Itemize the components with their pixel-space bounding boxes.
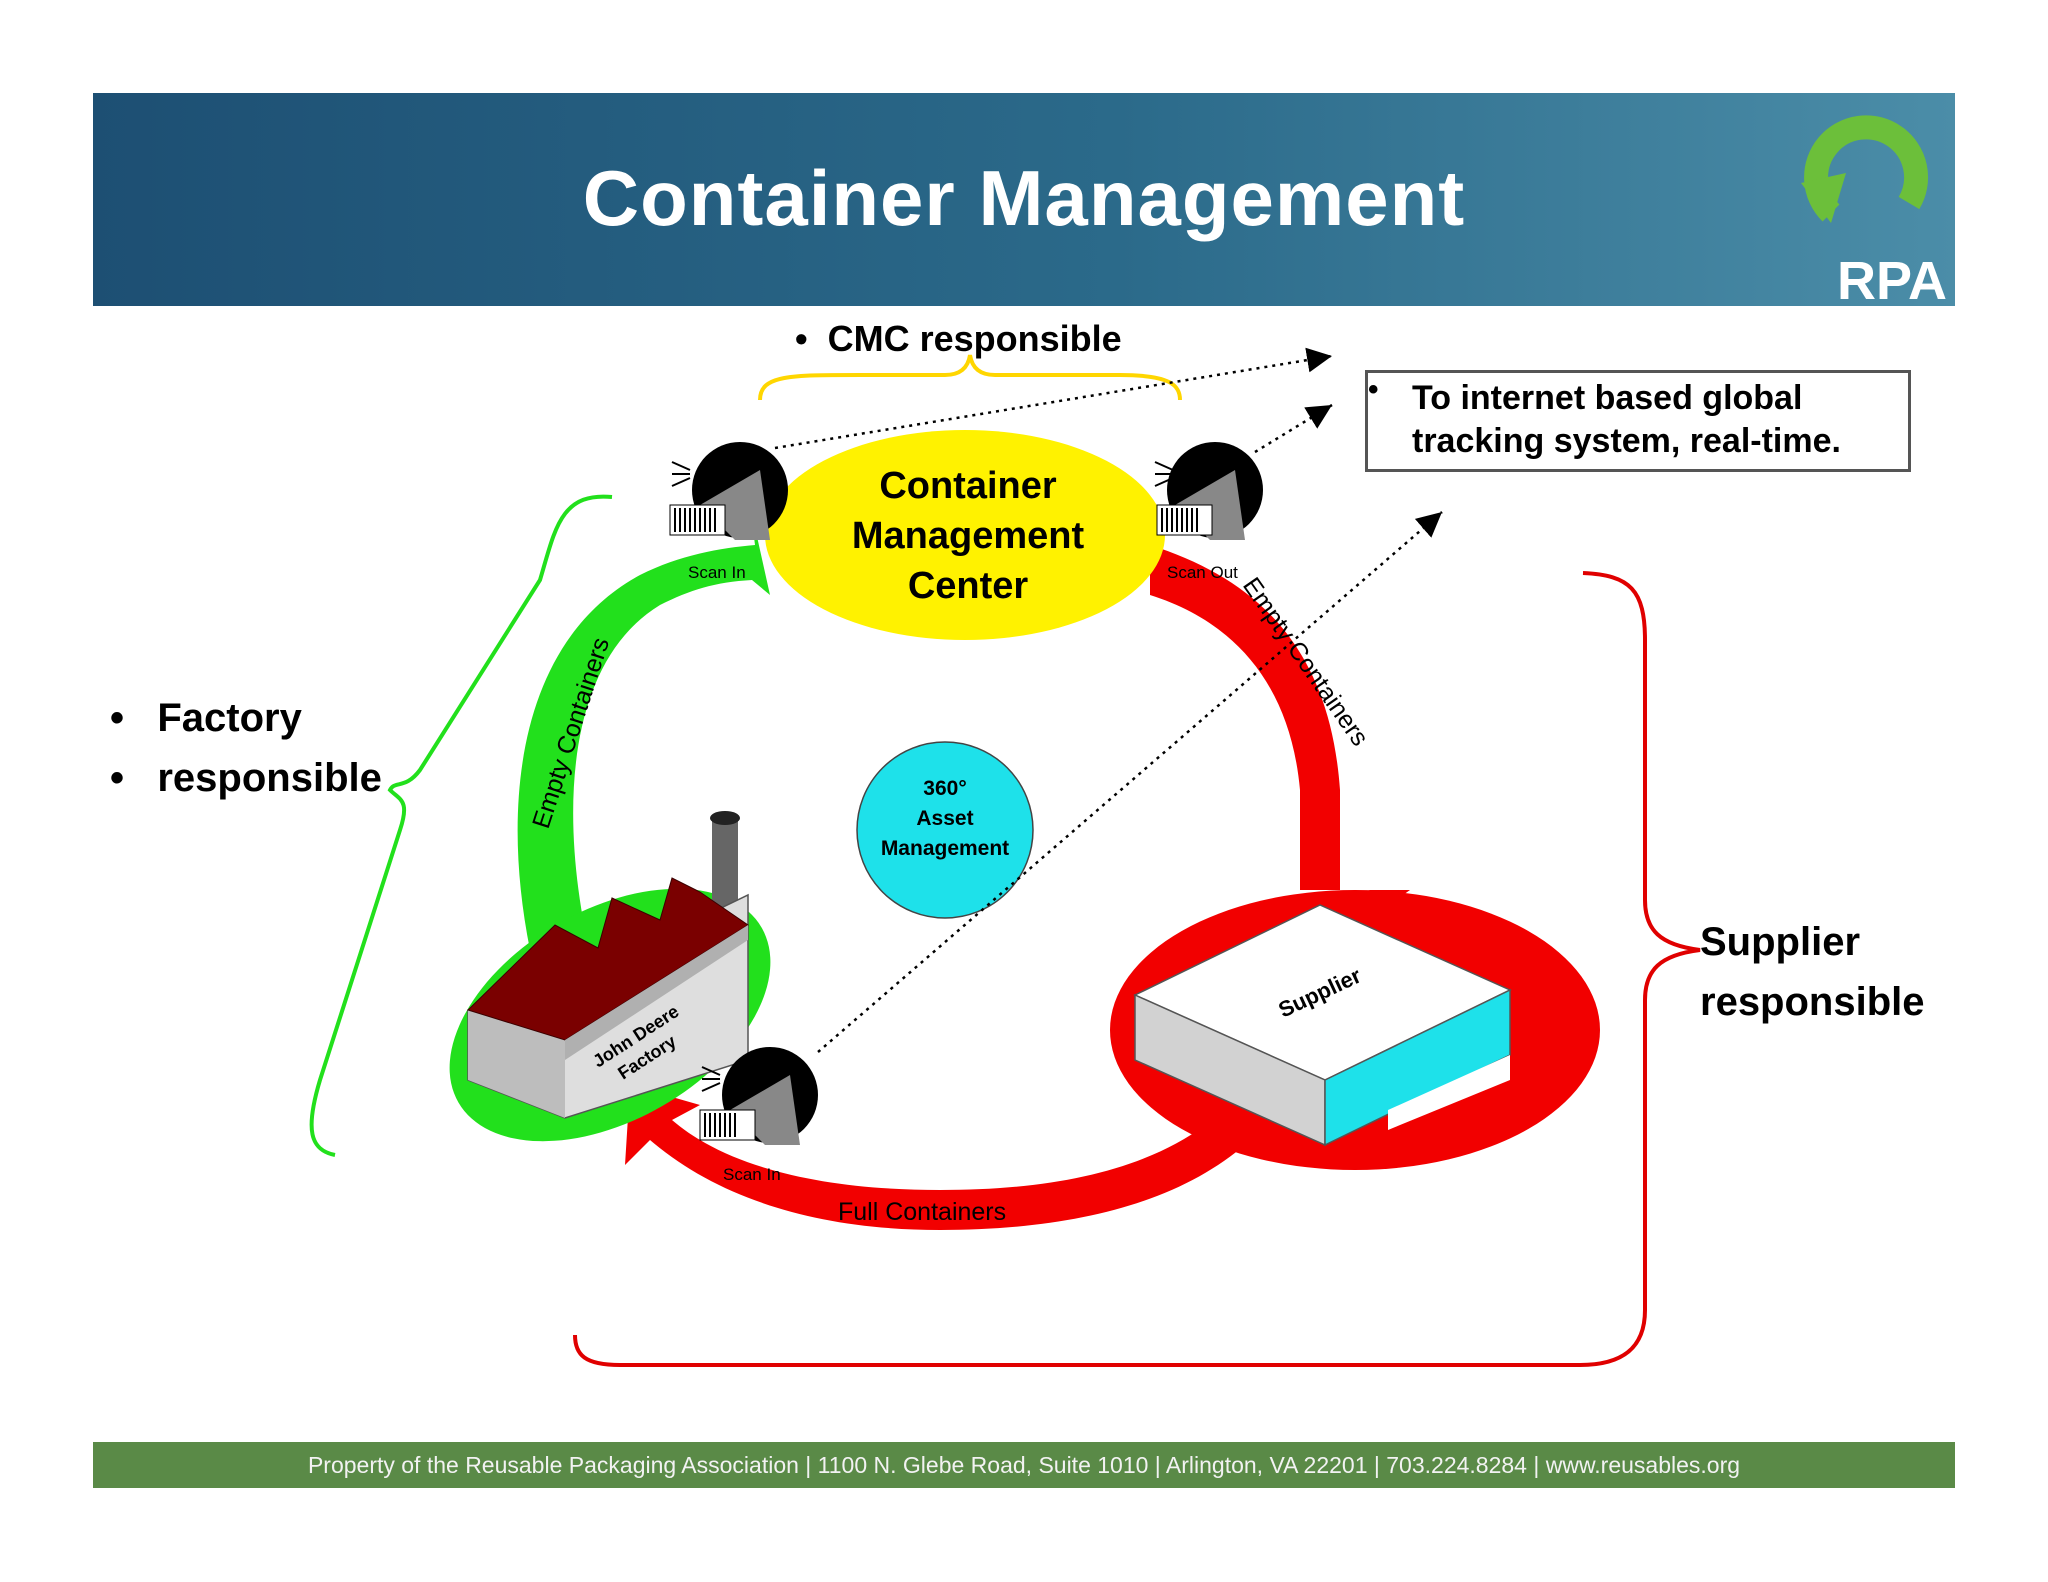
cmc-responsible-label: • CMC responsible — [795, 318, 1122, 360]
factory-building-icon — [467, 811, 749, 1119]
note-line1: To internet based global — [1412, 379, 1803, 417]
note-bullet: • — [1368, 373, 1379, 406]
factory-line2: responsible — [157, 756, 382, 800]
scanner-top-right-icon — [1154, 442, 1263, 540]
factory-bullet-2: • — [110, 756, 125, 800]
dotted-arrow-right — [1254, 403, 1333, 454]
dotted-arrow-long — [817, 511, 1443, 1053]
supplier-responsible-label: Supplier responsible — [1700, 912, 1925, 1032]
supplier-building-icon — [1133, 904, 1512, 1147]
cmc-line3: Center — [908, 565, 1029, 607]
factory-responsible-label: • Factory • responsible — [110, 688, 382, 808]
tracking-note-box: • To internet based global tracking syst… — [1365, 370, 1911, 472]
scan-top-left-label: Scan In — [688, 563, 746, 582]
scanner-top-left-icon — [669, 442, 788, 540]
asset-line2: Asset — [916, 807, 973, 830]
scan-top-right-label: Scan Out — [1167, 563, 1238, 582]
rpa-logo-text: RPA — [1836, 251, 1947, 311]
cmc-line1: Container — [879, 465, 1057, 507]
cmc-line2: Management — [852, 515, 1085, 557]
cmc-brace — [758, 354, 1182, 401]
cmc-ellipse — [765, 430, 1165, 640]
scan-bottom-label: Scan In — [723, 1165, 781, 1184]
header-banner: Container Management RPA — [93, 93, 1955, 311]
asset-line3: Management — [881, 837, 1009, 860]
factory-brace — [309, 494, 613, 1157]
bottom-arrow-label: Full Containers — [838, 1198, 1006, 1226]
recycle-logo-icon — [1801, 115, 1929, 223]
supplier-line2: responsible — [1700, 980, 1925, 1024]
cmc-responsible-text: CMC responsible — [827, 318, 1122, 359]
empty-containers-left-arrow — [517, 505, 770, 950]
supplier-bracket — [573, 571, 1701, 1367]
dotted-arrow-top — [774, 347, 1333, 450]
factory-bullet-1: • — [110, 696, 125, 740]
note-text: To internet based global tracking system… — [1412, 377, 1841, 463]
factory-line1: Factory — [157, 696, 302, 740]
cmc-bullet: • — [795, 318, 828, 359]
asset-management-circle — [856, 741, 1034, 919]
footer-bar: Property of the Reusable Packaging Assoc… — [93, 1442, 1955, 1488]
empty-containers-right-arrow — [1150, 545, 1410, 920]
asset-line1: 360° — [923, 777, 966, 800]
scanner-bottom-icon — [699, 1047, 818, 1145]
page-title: Container Management — [582, 154, 1466, 242]
full-containers-arrow — [625, 1085, 1270, 1230]
supplier-line1: Supplier — [1700, 920, 1861, 964]
note-line2: tracking system, real-time. — [1412, 422, 1841, 460]
